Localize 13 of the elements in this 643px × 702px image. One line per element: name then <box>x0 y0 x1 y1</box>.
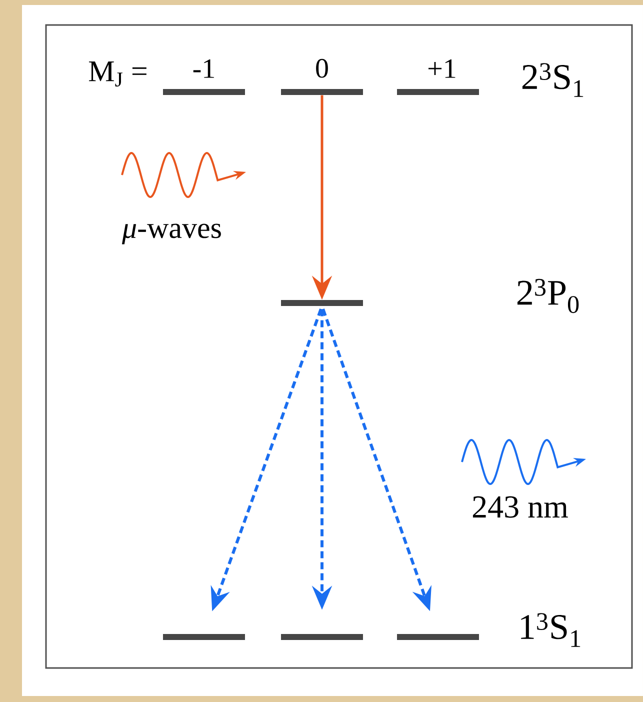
energy-level <box>163 634 245 640</box>
energy-level <box>281 634 363 640</box>
state-label: 2$^{3}$P$_{0}$ <box>517 278 579 314</box>
energy-level <box>281 300 363 306</box>
state-label: 243 nm <box>472 496 568 518</box>
energy-level <box>163 89 245 95</box>
state-label: μ-waves <box>122 224 221 244</box>
energy-level <box>397 634 479 640</box>
quantum-number: 0 <box>316 58 328 78</box>
quantum-number: +1 <box>428 59 456 78</box>
energy-level <box>281 89 363 95</box>
energy-level <box>397 89 479 95</box>
quantum-number: -1 <box>193 59 214 78</box>
